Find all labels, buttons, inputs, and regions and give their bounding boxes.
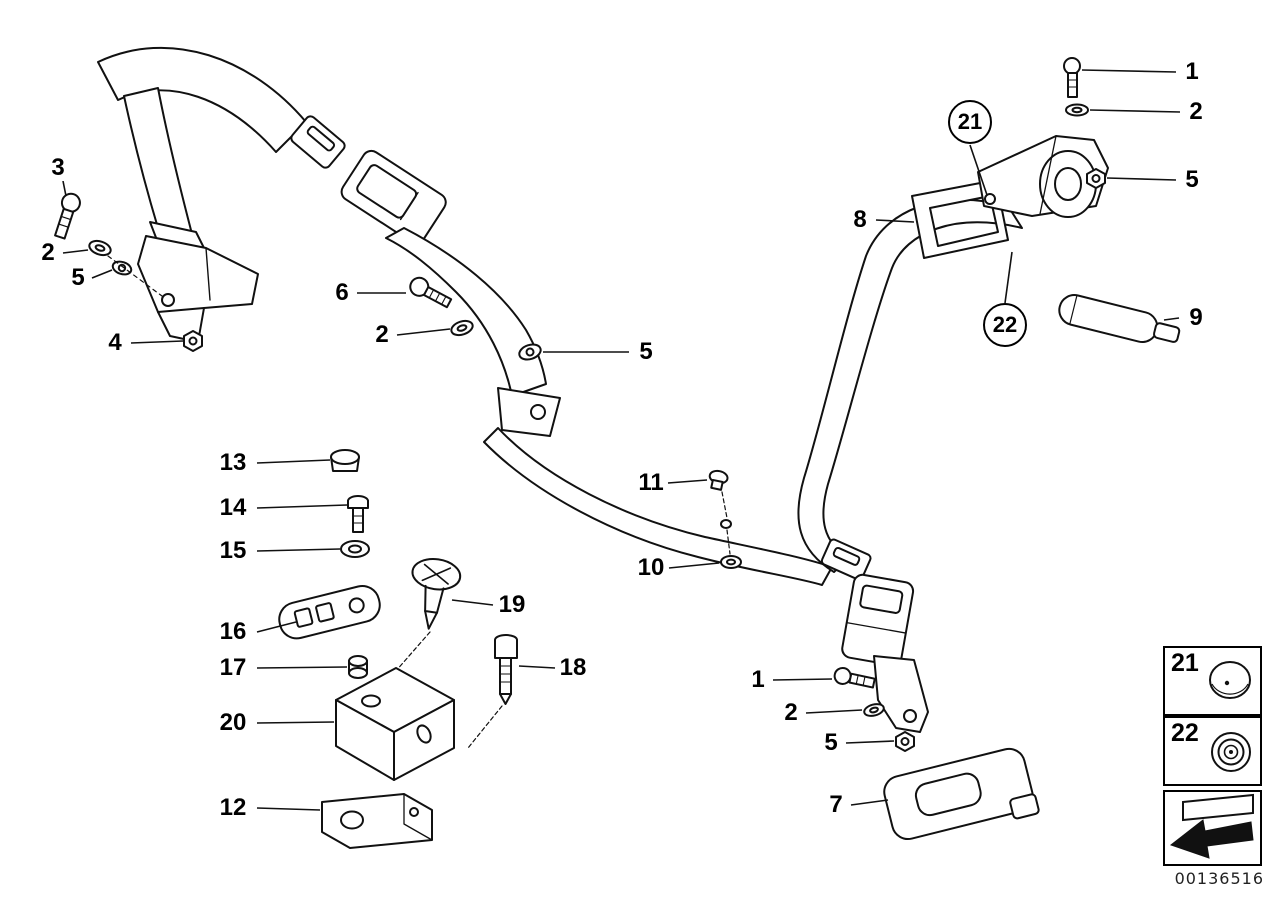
leader-lines	[62, 69, 1181, 811]
leader-line-2-1	[1089, 109, 1181, 113]
leader-line-12-22	[256, 807, 321, 811]
callout-21-3[interactable]: 21	[948, 100, 992, 144]
callout-15-16[interactable]: 15	[216, 538, 250, 564]
callout-5-27[interactable]: 5	[821, 730, 841, 756]
leader-line-11-23	[667, 479, 708, 484]
callout-2-12[interactable]: 2	[372, 322, 392, 348]
callout-19-19[interactable]: 19	[495, 592, 529, 618]
legend-item-21: 21	[1163, 646, 1262, 716]
callout-12-22[interactable]: 12	[216, 795, 250, 821]
leader-line-22-5	[1004, 251, 1013, 304]
leader-line-1-0	[1081, 69, 1177, 73]
callout-1-25[interactable]: 1	[748, 667, 768, 693]
legend-direction-box	[1163, 790, 1262, 866]
grommet-plain-icon	[1209, 661, 1251, 699]
callout-1-0[interactable]: 1	[1182, 59, 1202, 85]
legend-label-21: 21	[1171, 649, 1199, 677]
leader-line-18-20	[518, 665, 556, 669]
leader-line-10-24	[668, 562, 720, 569]
leader-line-17-18	[256, 666, 348, 669]
part-number: 00136516	[1174, 869, 1264, 888]
callout-13-14[interactable]: 13	[216, 450, 250, 476]
callout-20-21[interactable]: 20	[216, 710, 250, 736]
callout-17-18[interactable]: 17	[216, 655, 250, 681]
callout-9-6[interactable]: 9	[1186, 305, 1206, 331]
callout-5-13[interactable]: 5	[636, 339, 656, 365]
leader-line-21-3	[969, 144, 988, 196]
leader-line-2-12	[396, 328, 451, 336]
leader-line-1-25	[772, 678, 833, 681]
leader-line-5-27	[845, 740, 895, 744]
callout-10-24[interactable]: 10	[634, 555, 668, 581]
leader-line-2-26	[805, 709, 863, 714]
callout-3-7[interactable]: 3	[48, 155, 68, 181]
leader-line-5-2	[1106, 177, 1177, 181]
legend-label-22: 22	[1171, 719, 1199, 747]
leader-line-4-10	[130, 340, 184, 344]
callout-16-17[interactable]: 16	[216, 619, 250, 645]
leader-line-19-19	[451, 599, 494, 606]
callout-11-23[interactable]: 11	[635, 470, 667, 496]
legend-item-22: 22	[1163, 716, 1262, 786]
leader-line-14-15	[256, 504, 348, 509]
leader-line-9-6	[1163, 317, 1180, 321]
leader-line-15-16	[256, 548, 341, 552]
leader-line-2-8	[62, 249, 89, 254]
leader-line-20-21	[256, 721, 335, 724]
callout-2-26[interactable]: 2	[781, 700, 801, 726]
leader-line-16-17	[256, 621, 297, 633]
callout-2-1[interactable]: 2	[1186, 99, 1206, 125]
callout-14-15[interactable]: 14	[216, 495, 250, 521]
leader-line-13-14	[256, 459, 331, 464]
leader-line-3-7	[62, 180, 67, 197]
callout-6-11[interactable]: 6	[332, 280, 352, 306]
callout-18-20[interactable]: 18	[556, 655, 590, 681]
direction-arrow-icon	[1169, 793, 1254, 859]
callout-22-5[interactable]: 22	[983, 303, 1027, 347]
leader-line-8-4	[875, 219, 915, 223]
callout-7-28[interactable]: 7	[826, 792, 846, 818]
callout-8-4[interactable]: 8	[850, 207, 870, 233]
callout-5-2[interactable]: 5	[1182, 167, 1202, 193]
callout-4-10[interactable]: 4	[105, 330, 125, 356]
grommet-ringed-icon	[1211, 732, 1251, 772]
leader-line-7-28	[850, 799, 889, 806]
callout-5-9[interactable]: 5	[68, 265, 88, 291]
callout-2-8[interactable]: 2	[38, 240, 58, 266]
leader-line-5-9	[91, 269, 113, 279]
